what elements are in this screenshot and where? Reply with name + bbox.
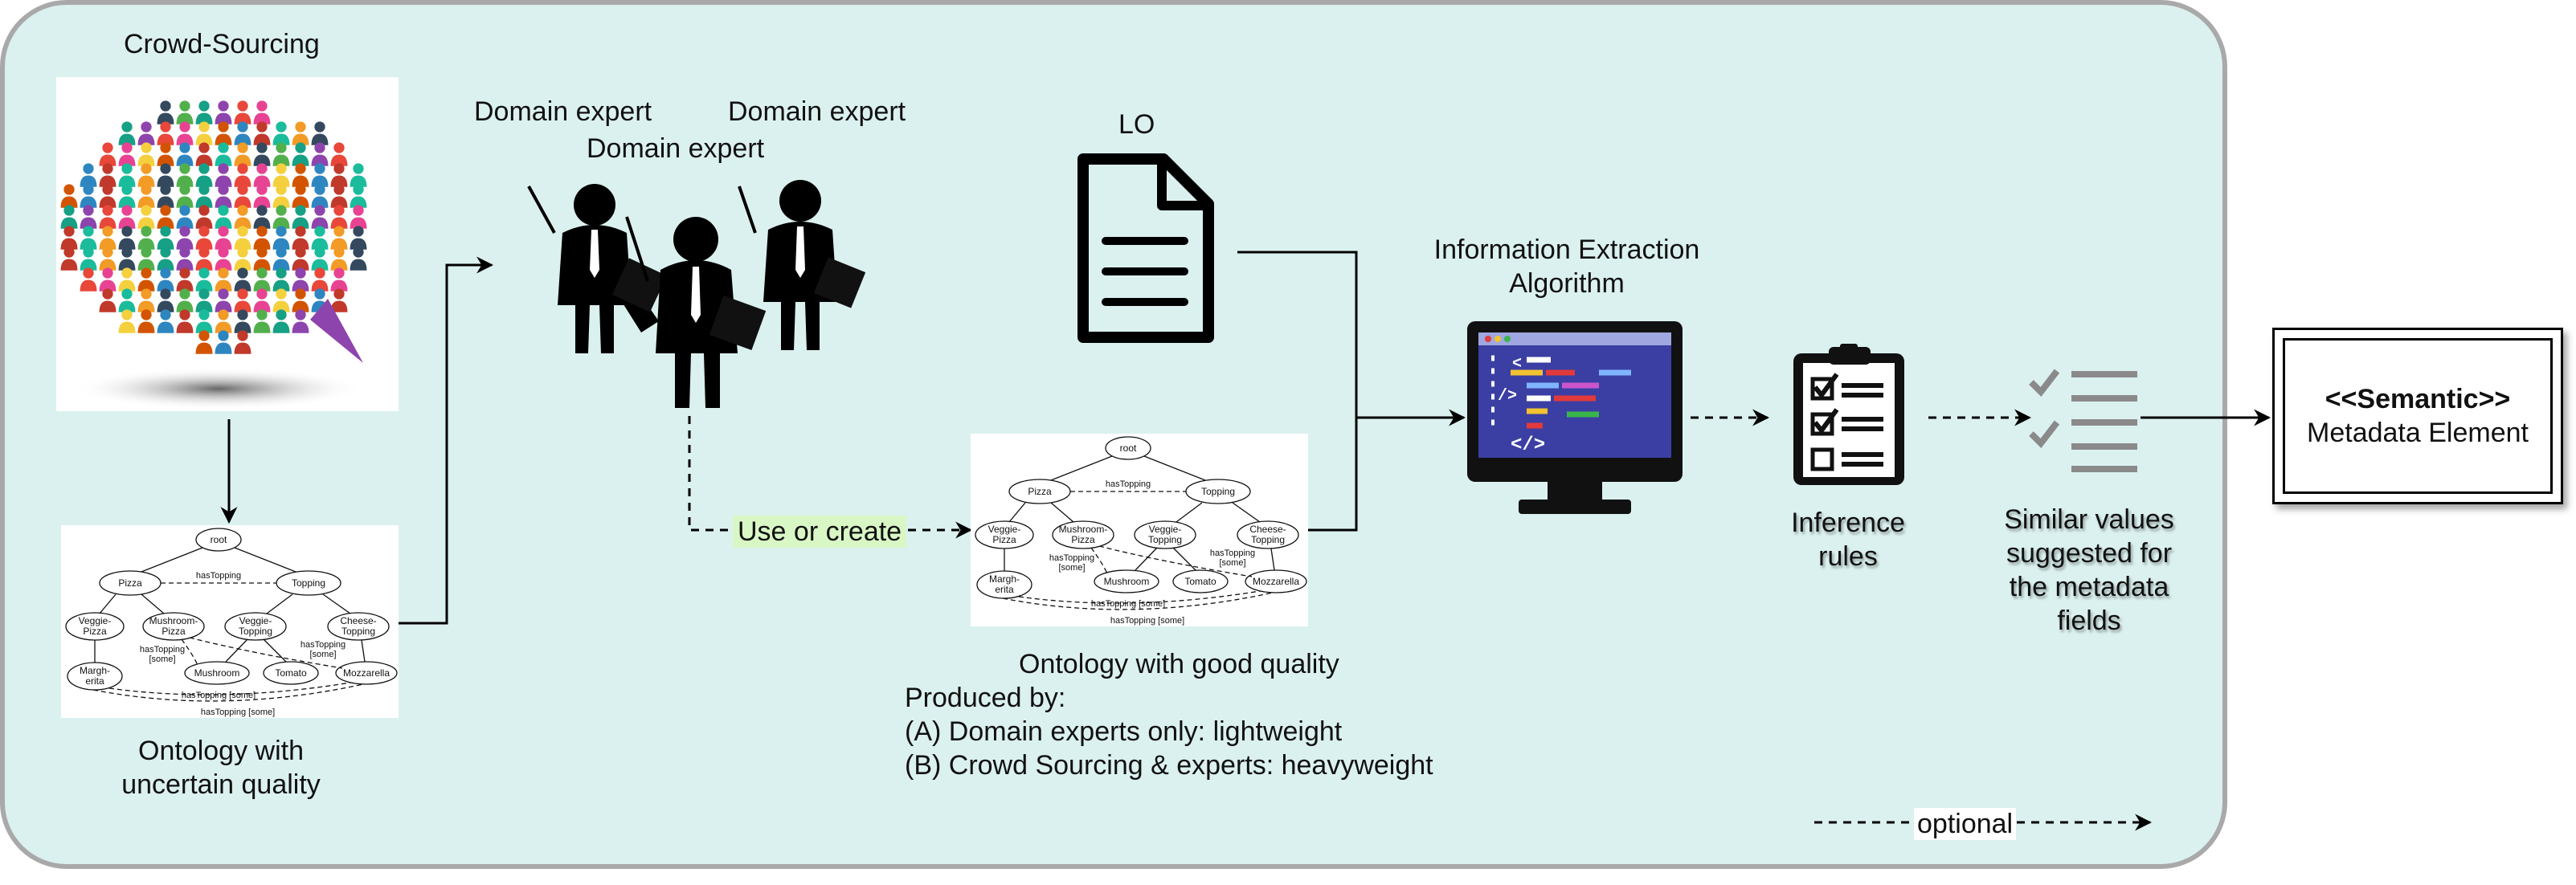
document-icon [1077,153,1214,343]
produced-by-a: (A) Domain experts only: lightweight [905,716,1343,747]
ontology-good-label: Ontology with good quality [1019,649,1339,679]
svg-text:/>: /> [1498,387,1517,406]
crowd-sourcing-label: Crowd-Sourcing [124,29,320,59]
inference-label-line2: rules [1818,541,1878,572]
svg-text:</>: </> [1511,434,1545,456]
svg-text:<: < [1512,355,1522,373]
lo-label: LO [1118,109,1155,140]
legend-optional-label: optional [1914,808,2017,840]
checked-list-icon [2029,369,2137,472]
semantic-stereotype: <<Semantic>> [2325,384,2511,414]
domain-expert-label: Domain expert [587,133,765,164]
ontology-uncertain-label-line1: Ontology with [138,736,304,766]
semantic-element-name: Metadata Element [2307,418,2529,448]
ontology-good-image [970,433,1309,627]
inference-label-line1: Inference [1791,508,1905,538]
semantic-metadata-inner: <<Semantic>> Metadata Element [2283,338,2553,494]
arrow-ontology-to-algorithm [1308,418,1358,532]
domain-experts-silhouette-icon [527,180,866,408]
algorithm-label-line2: Algorithm [1509,268,1625,299]
domain-expert-label: Domain expert [728,96,906,127]
checklist-clipboard-icon [1793,344,1904,485]
ontology-uncertain-label-line2: uncertain quality [121,769,321,800]
suggestions-label-line3: the metadata [2009,572,2169,602]
suggestions-label-line1: Similar values [2004,504,2174,535]
semantic-metadata-element: <<Semantic>> Metadata Element [2272,328,2563,504]
produced-by-label: Produced by: [905,683,1066,713]
suggestions-label-line4: fields [2057,606,2121,636]
crowd-speech-bubble-icon [56,77,399,411]
speech-bubble-tail [310,299,363,363]
algorithm-label-line1: Information Extraction [1433,235,1700,265]
ontology-uncertain-image [60,524,399,719]
suggestions-label-line2: suggested for [2006,538,2173,569]
arrow-lo-to-algorithm [1237,251,1358,418]
use-or-create-label: Use or create [733,516,907,548]
produced-by-b: (B) Crowd Sourcing & experts: heavyweigh… [905,750,1433,781]
domain-expert-label: Domain expert [474,96,652,127]
arrow-ontology-to-experts [399,256,494,625]
code-monitor-icon: < /> </> [1467,321,1683,514]
